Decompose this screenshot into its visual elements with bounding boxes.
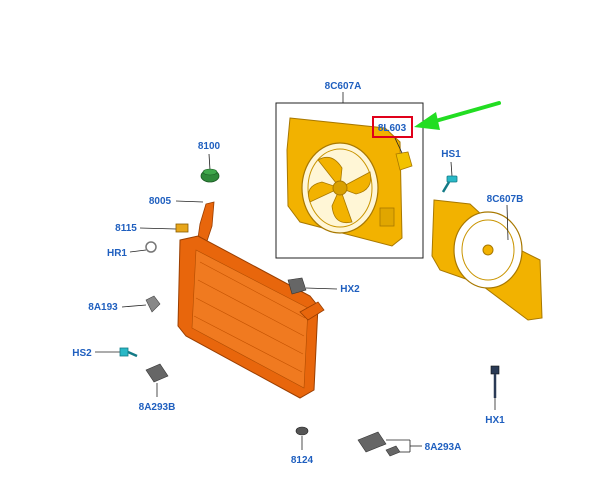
bolt-hx1 <box>490 365 500 410</box>
label-bracket-left: 8A193 <box>88 302 118 313</box>
fan-shroud-b <box>431 199 543 321</box>
label-bolt-hx2: HX2 <box>340 284 360 295</box>
label-fan-assembly: 8C607A <box>325 81 362 92</box>
label-shroud-b: 8C607B <box>487 194 524 205</box>
label-insulator: 8124 <box>291 455 314 466</box>
insulator <box>295 426 309 450</box>
highlight-box <box>372 116 413 138</box>
bolt-hx2 <box>287 277 338 295</box>
sensor <box>139 223 189 233</box>
label-screw-hs2: HS2 <box>72 348 92 359</box>
radiator-cap <box>200 153 220 183</box>
label-fan-resistor: 8L603 <box>378 123 407 134</box>
label-tank: 8005 <box>149 196 172 207</box>
mount-b <box>145 363 169 397</box>
label-mount-b: 8A293B <box>139 402 176 413</box>
fan-assembly-frame <box>275 102 424 259</box>
radiator <box>175 200 325 399</box>
bracket-left <box>121 295 161 313</box>
label-mount-a: 8A293A <box>425 442 462 453</box>
label-ring: HR1 <box>107 248 127 259</box>
screw-hs2 <box>95 347 138 358</box>
label-sensor: 8115 <box>115 223 137 234</box>
fan-resistor <box>393 135 413 171</box>
label-bolt-hx1: HX1 <box>485 415 505 426</box>
label-screw-hs1: HS1 <box>441 149 461 160</box>
screw-hs1 <box>441 161 458 193</box>
fan-shroud-a <box>286 117 403 247</box>
arrow-icon <box>414 101 501 130</box>
mount-a <box>357 431 422 457</box>
label-cap: 8100 <box>198 141 221 152</box>
ring <box>129 241 157 253</box>
